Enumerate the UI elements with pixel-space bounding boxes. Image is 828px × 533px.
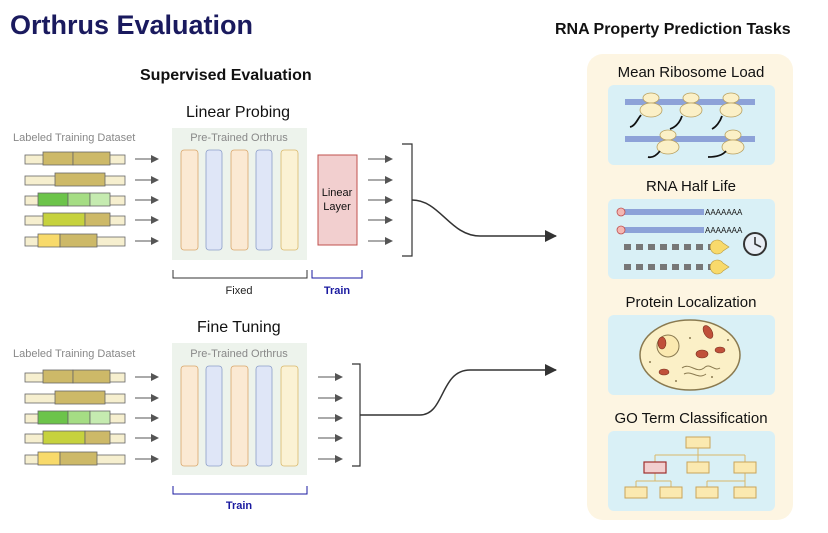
fine-output-arrows — [318, 373, 343, 463]
linear-output-arrows — [368, 155, 393, 245]
fine-dataset-sequences — [24, 369, 126, 466]
linear-train-bracket — [311, 270, 363, 279]
fixed-bracket — [172, 270, 308, 279]
pacman-icon-1 — [710, 239, 730, 255]
linear-to-tasks-arrow — [411, 199, 557, 242]
task-go-term-classification-label: GO Term Classification — [614, 410, 767, 427]
task-protein-localization-label: Protein Localization — [626, 294, 757, 311]
linear-model-label: Pre-Trained Orthrus — [190, 132, 288, 144]
fine-to-tasks-arrow — [360, 364, 557, 416]
task-rna-half-life-label: RNA Half Life — [646, 178, 736, 195]
fine-input-arrows — [135, 373, 159, 463]
linear-model-layers — [180, 149, 299, 251]
linear-layer-label-line1: Linear — [322, 187, 353, 199]
linear-probing-label: Linear Probing — [186, 104, 290, 121]
fine-train-bracket — [172, 486, 308, 495]
linear-output-bracket — [402, 143, 413, 257]
tasks-panel: RNA Property Prediction Tasks Mean Ribos… — [555, 21, 793, 520]
clock-icon — [743, 232, 767, 256]
tasks-heading: RNA Property Prediction Tasks — [555, 21, 791, 38]
poly-a-tail-2: AAAAAAA — [705, 226, 743, 235]
fine-tuning-section: Fine Tuning Labeled Training Dataset — [13, 319, 557, 512]
supervised-heading: Supervised Evaluation — [140, 67, 312, 84]
fine-train-label: Train — [226, 500, 253, 512]
linear-train-label: Train — [324, 285, 351, 297]
linear-input-arrows — [135, 155, 159, 245]
half-life-icon: AAAAAAA AAAAAAA — [616, 207, 767, 275]
fine-tuning-label: Fine Tuning — [197, 319, 281, 336]
pacman-icon-2 — [710, 259, 730, 275]
fine-model-layers — [180, 365, 299, 467]
fine-model-label: Pre-Trained Orthrus — [190, 348, 288, 360]
ribosome-icon — [625, 92, 755, 159]
poly-a-tail-1: AAAAAAA — [705, 208, 743, 217]
hierarchy-tree-icon — [624, 436, 757, 499]
half-life-box — [608, 199, 775, 279]
linear-dataset-label: Labeled Training Dataset — [13, 132, 135, 144]
cell-icon — [639, 319, 741, 391]
task-mean-ribosome-load-label: Mean Ribosome Load — [618, 64, 765, 81]
main-title: Orthrus Evaluation — [10, 10, 253, 40]
linear-probing-section: Linear Probing Labeled Training Dataset — [13, 104, 557, 297]
fine-output-bracket — [352, 363, 361, 467]
linear-layer-box — [317, 154, 358, 246]
fixed-label: Fixed — [226, 285, 253, 297]
fine-dataset-label: Labeled Training Dataset — [13, 348, 135, 360]
linear-dataset-sequences — [24, 151, 126, 248]
tasks-panel-bg — [587, 54, 793, 520]
linear-layer-label-line2: Layer — [323, 201, 351, 213]
